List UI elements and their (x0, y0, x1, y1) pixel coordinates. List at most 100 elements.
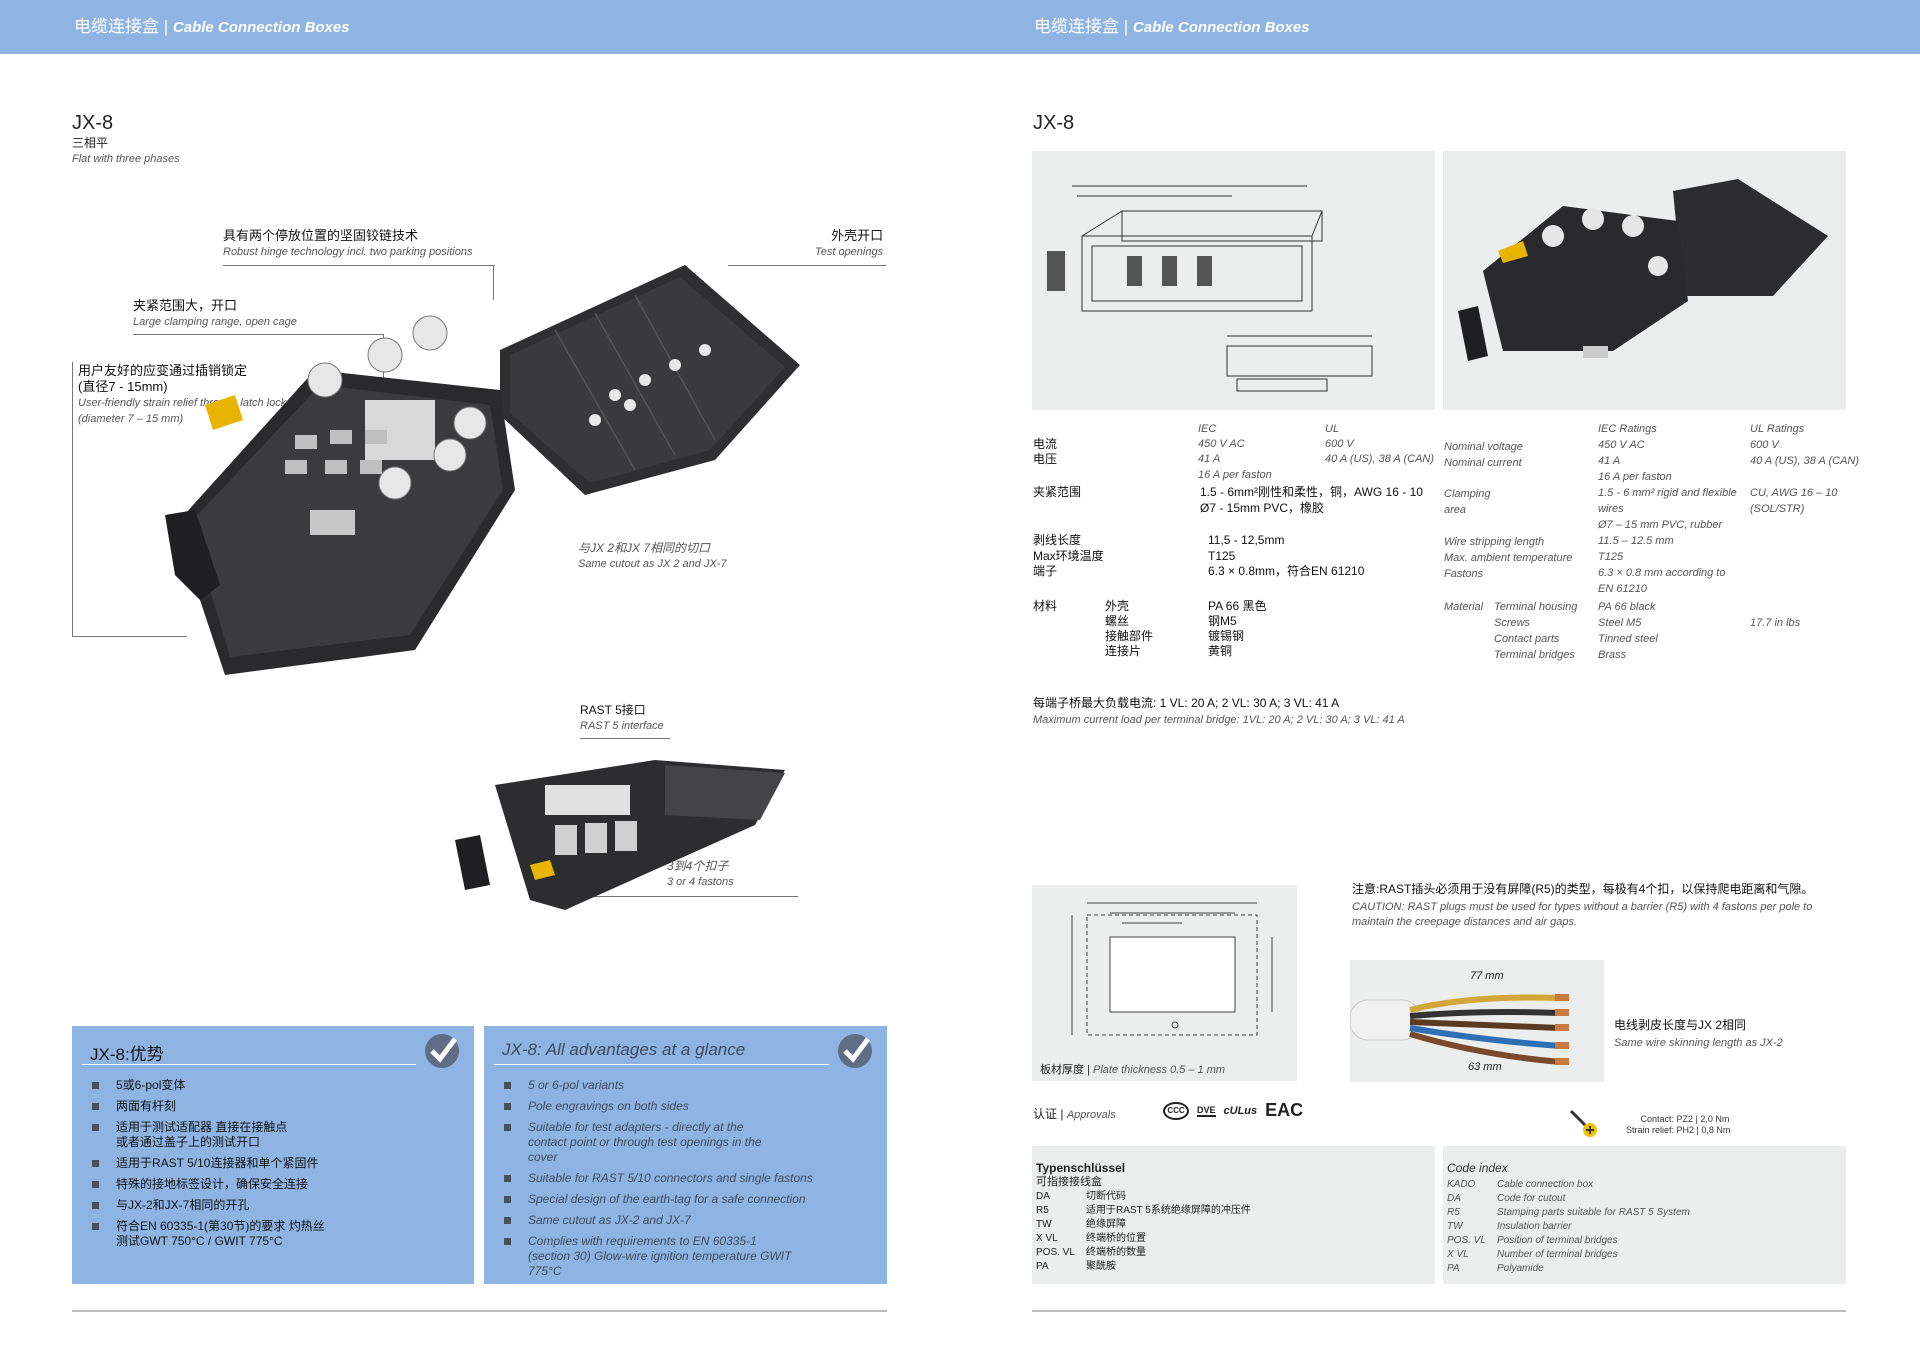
header-title-en: Cable Connection Boxes (1132, 19, 1310, 36)
caution-zh: 注意:RAST插头必须用于没有屏障(R5)的类型，每极有4个扣，以保持爬电距离和… (1352, 882, 1814, 896)
product-image-jx8 (165, 265, 800, 675)
material-value: 镀锡钢 (1208, 629, 1245, 643)
material-part: Terminal bridges (1494, 649, 1575, 661)
spec-label: 端子 (1033, 564, 1058, 578)
spec-col-head: UL Ratings (1750, 423, 1805, 435)
material-value: 黄铜 (1208, 644, 1233, 658)
spec-value: Ø7 - 15mm PVC，橡胶 (1200, 501, 1325, 515)
type-key-title: Typenschlüssel (1036, 1161, 1126, 1175)
approvals-label: 认证 | Approvals (1033, 1107, 1116, 1121)
material-value: PA 66 黑色 (1208, 599, 1267, 613)
wire-stripping-zh: 电线剥皮长度与JX 2相同 (1614, 1018, 1747, 1032)
callout-line (580, 738, 670, 739)
list-item: 特殊的接地标签设计，确保安全连接 (92, 1177, 332, 1192)
spec-label: Clamping (1444, 488, 1491, 500)
max-load-zh: 每端子桥最大负载电流: 1 VL: 20 A; 2 VL: 30 A; 3 VL… (1033, 696, 1340, 710)
spec-value: (SOL/STR) (1750, 503, 1805, 515)
header-bar-left: 电缆连接盒 | Cable Connection Boxes (0, 0, 960, 54)
spec-label: Nominal current (1444, 457, 1522, 469)
header-separator: | (1123, 17, 1129, 36)
callout-test-openings: 外壳开口 Test openings (815, 228, 884, 258)
list-item: 与JX-2和JX-7相同的开孔 (92, 1198, 332, 1213)
material-value: 钢M5 (1208, 614, 1237, 628)
max-load-en: Maximum current load per terminal bridge… (1033, 714, 1405, 726)
spec-value: T125 (1598, 551, 1624, 563)
material-part: 螺丝 (1105, 614, 1130, 628)
callout-hinge: 具有两个停放位置的坚固铰链技术 Robust hinge technology … (223, 228, 473, 258)
spec-label: Max环境温度 (1033, 549, 1104, 563)
spec-value: 11,5 - 12,5mm (1208, 533, 1285, 547)
ul-icon: cULus (1223, 1104, 1258, 1117)
header-separator: | (163, 17, 169, 36)
list-item: 5 or 6-pol variants (504, 1078, 813, 1093)
page-title-right: JX-8 (1033, 112, 1075, 134)
footer-rule-right (1032, 1310, 1846, 1312)
advantages-title-zh: JX-8:优势 (90, 1045, 164, 1064)
material-part: 接触部件 (1105, 629, 1154, 643)
screwdriver-icon (1568, 1108, 1598, 1138)
material-value: Brass (1598, 649, 1627, 661)
spec-value: 16 A per faston (1598, 471, 1672, 483)
subtitle-en: Flat with three phases (72, 153, 180, 165)
material-value: Steel M5 (1598, 617, 1642, 629)
spec-value: 1.5 - 6mm²刚性和柔性，铜，AWG 16 - 10 (1200, 485, 1423, 499)
spec-value: 600 V (1325, 438, 1354, 450)
code-index-title: Code index (1447, 1161, 1508, 1175)
type-key-subtitle: 可指接接线盒 (1036, 1176, 1102, 1188)
spec-value: CU, AWG 16 – 10 (1750, 487, 1838, 499)
spec-value: 1.5 - 6 mm² rigid and flexible (1598, 487, 1737, 499)
spec-col-head: IEC Ratings (1598, 423, 1657, 435)
header-bar-right: 电缆连接盒 | Cable Connection Boxes (960, 0, 1920, 54)
footer-rule-left (72, 1310, 887, 1312)
list-item: Suitable for test adapters - directly at… (504, 1120, 764, 1165)
spec-label: Fastons (1444, 568, 1484, 580)
header-title-zh: 电缆连接盒 (1034, 17, 1119, 36)
callout-line (728, 265, 886, 266)
spec-label: 电流 (1033, 437, 1058, 451)
list-item: 符合EN 60335-1(第30节)的要求 灼热丝测试GWT 750°C / G… (92, 1219, 332, 1249)
spec-value: 40 A (US), 38 A (CAN) (1750, 455, 1860, 467)
spec-label: Material (1444, 601, 1484, 613)
header-title-zh: 电缆连接盒 (74, 17, 159, 36)
callout-line (580, 896, 798, 897)
checkmark-icon (425, 1034, 459, 1068)
material-part: 外壳 (1105, 599, 1130, 613)
spec-label: Nominal voltage (1444, 441, 1523, 453)
spec-value: Ø7 – 15 mm PVC, rubber (1598, 519, 1723, 531)
spec-value: T125 (1208, 549, 1236, 563)
eac-icon: EAC (1265, 1100, 1304, 1120)
callout-line (72, 362, 73, 637)
technical-drawing (1032, 151, 1435, 410)
material-part: 连接片 (1105, 644, 1142, 658)
list-item: 两面有杆刻 (92, 1099, 332, 1114)
spec-value: 11.5 – 12.5 mm (1598, 535, 1674, 547)
spec-col-head: UL (1325, 423, 1340, 435)
spec-label: 夹紧范围 (1033, 485, 1082, 499)
ccc-icon: CCC (1163, 1101, 1189, 1120)
approval-marks: CCC DVE cULus EAC (1163, 1100, 1303, 1121)
header-title-en: Cable Connection Boxes (172, 19, 350, 36)
callout-rast5: RAST 5接口 RAST 5 interface (580, 703, 664, 732)
spec-label: Wire stripping length (1444, 536, 1545, 548)
wire-photo: 77 mm 63 mm (1349, 960, 1604, 1082)
list-item: 5或6-pol变体 (92, 1078, 332, 1093)
advantages-box-zh: JX-8:优势 5或6-pol变体 两面有杆刻 适用于测试适配器 直接在接触点 … (72, 1026, 474, 1284)
spec-label: 剥线长度 (1033, 533, 1082, 547)
material-ul: 17.7 in lbs (1750, 617, 1801, 629)
list-item: Special design of the earth-tag for a sa… (504, 1192, 813, 1207)
list-item: Same cutout as JX-2 and JX-7 (504, 1213, 813, 1228)
callout-line (133, 334, 383, 335)
spec-value: 6.3 × 0.8mm，符合EN 61210 (1208, 564, 1365, 578)
spec-label: Max. ambient temperature (1444, 552, 1573, 564)
